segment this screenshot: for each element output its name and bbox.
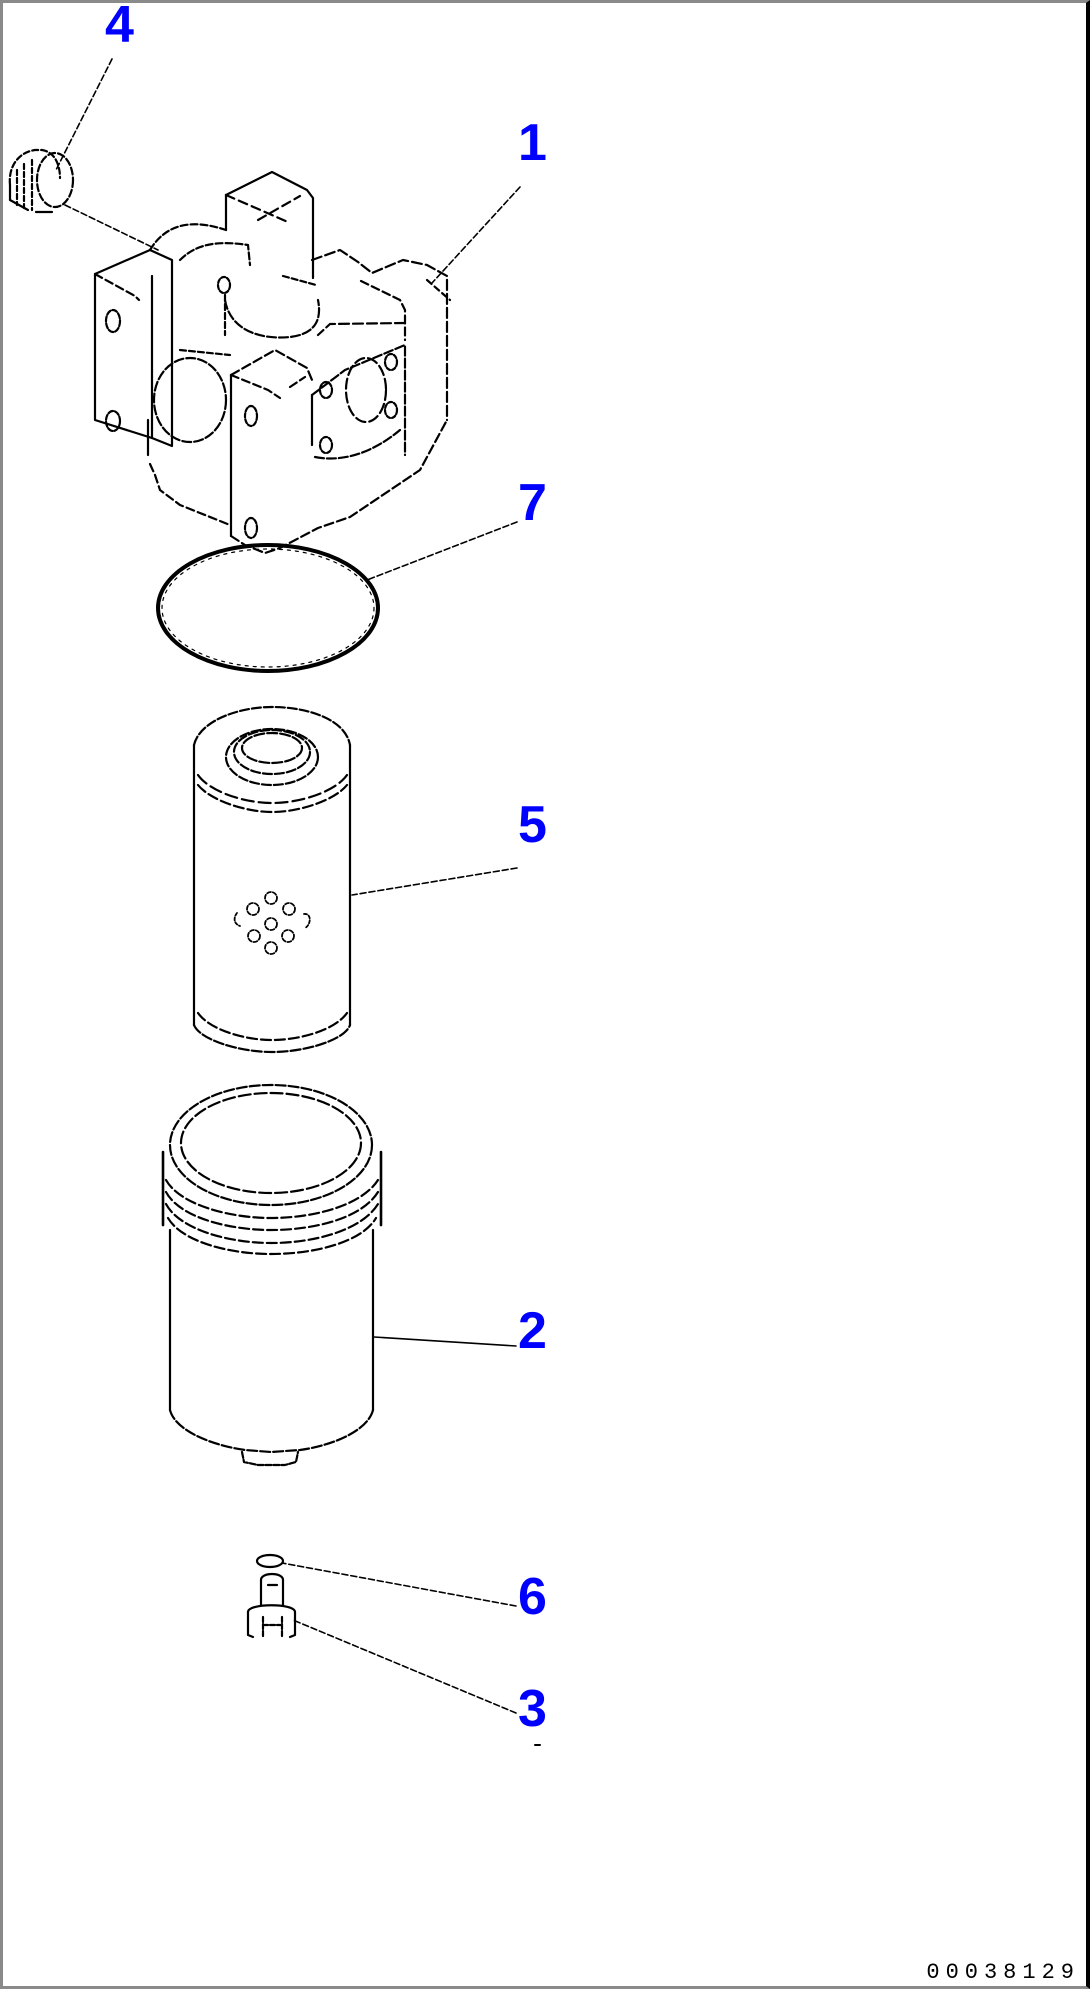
part-4-cap [8, 148, 75, 214]
part-3-drain-plug [246, 1572, 297, 1640]
callout-label-6: 6 [518, 1568, 547, 1626]
part-7-oring [156, 543, 380, 673]
part-2-filter-bowl [161, 1083, 383, 1467]
callout-label-1: 1 [518, 114, 547, 172]
part-6-small-oring [255, 1553, 285, 1569]
callout-label-7: 7 [518, 474, 547, 532]
callout-label-3: 3 [518, 1680, 547, 1738]
callout-label-5: 5 [518, 796, 547, 854]
callout-label-4: 4 [105, 0, 134, 54]
callout-label-2: 2 [518, 1302, 547, 1360]
part-1-filter-head [93, 170, 452, 555]
drawing-code: 00038129 [926, 1960, 1080, 1985]
leader-lines [55, 58, 521, 1714]
part-5-filter-element [192, 705, 352, 1054]
